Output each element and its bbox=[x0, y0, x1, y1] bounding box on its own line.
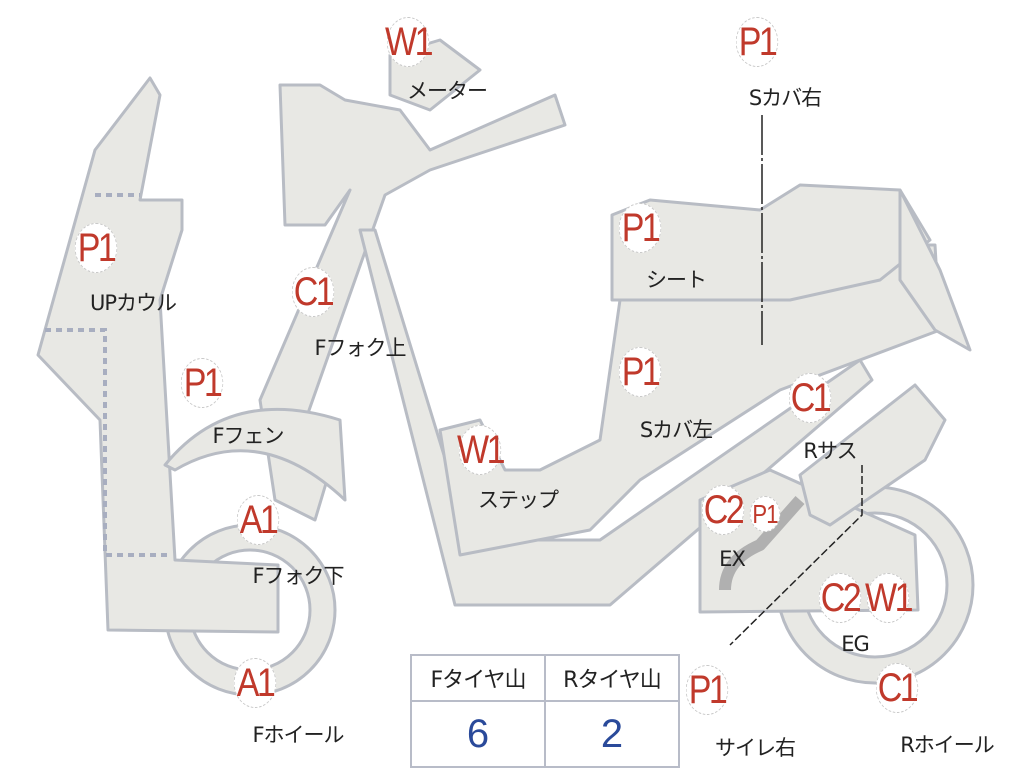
grade-badge-meter: W1 bbox=[385, 17, 434, 67]
seat bbox=[610, 183, 932, 302]
grade-badge-fork-upper: C1 bbox=[291, 267, 335, 317]
part-label-fork-lower: Fフォク下 bbox=[252, 564, 344, 588]
grade-badge-engine: C2 bbox=[818, 573, 862, 623]
grade-badge-side-cover-left: P1 bbox=[618, 347, 662, 397]
part-label-engine: EG bbox=[841, 632, 870, 656]
rear-shock bbox=[798, 383, 947, 527]
grade-badge-seat: P1 bbox=[618, 203, 662, 253]
rear-tire-value: 2 bbox=[544, 700, 680, 768]
part-label-rear-wheel: Rホイール bbox=[900, 733, 995, 757]
grade-badge-muffler-right: P1 bbox=[685, 665, 729, 715]
part-label-rear-suspension: Rサス bbox=[803, 439, 857, 463]
grade-badge-engine-2: W1 bbox=[865, 573, 914, 623]
grade-badge-front-wheel: A1 bbox=[233, 658, 277, 708]
handlebar-fork bbox=[258, 83, 567, 522]
part-label-muffler-right: サイレ右 bbox=[715, 736, 796, 760]
grade-badge-fork-lower: A1 bbox=[236, 495, 280, 545]
part-label-upper-cowl: UPカウル bbox=[89, 291, 177, 315]
front-tire-value: 6 bbox=[410, 700, 546, 768]
grade-badge-front-fender: P1 bbox=[180, 358, 224, 408]
part-label-fork-upper: Fフォク上 bbox=[314, 336, 406, 360]
part-label-front-wheel: Fホイール bbox=[252, 723, 344, 747]
grade-badge-step: W1 bbox=[457, 425, 506, 475]
front-cowl bbox=[36, 76, 280, 634]
part-label-side-cover-right: Sカバ右 bbox=[748, 86, 822, 110]
grade-badge-exhaust-paint: P1 bbox=[749, 496, 781, 532]
front-fender bbox=[163, 407, 347, 502]
tail bbox=[898, 188, 972, 352]
tire-tread-table: Fタイヤ山 Rタイヤ山 6 2 bbox=[410, 654, 680, 768]
grade-badge-side-cover-right: P1 bbox=[735, 17, 779, 67]
grade-badge-rear-suspension: C1 bbox=[788, 373, 832, 423]
grade-badge-rear-wheel: C1 bbox=[875, 663, 919, 713]
part-label-meter: メーター bbox=[407, 79, 488, 103]
front-tire-header: Fタイヤ山 bbox=[410, 654, 546, 702]
side-cover bbox=[438, 243, 942, 557]
grade-badge-exhaust: C2 bbox=[701, 485, 745, 535]
part-label-side-cover-left: Sカバ左 bbox=[639, 418, 713, 442]
rear-tire-header: Rタイヤ山 bbox=[544, 654, 680, 702]
part-label-seat: シート bbox=[646, 268, 707, 292]
part-label-exhaust: EX bbox=[719, 547, 746, 571]
part-label-front-fender: Fフェン bbox=[212, 424, 284, 448]
exhaust-pipe bbox=[719, 496, 805, 591]
grade-badge-upper-cowl: P1 bbox=[74, 223, 118, 273]
part-label-step: ステップ bbox=[478, 488, 559, 512]
